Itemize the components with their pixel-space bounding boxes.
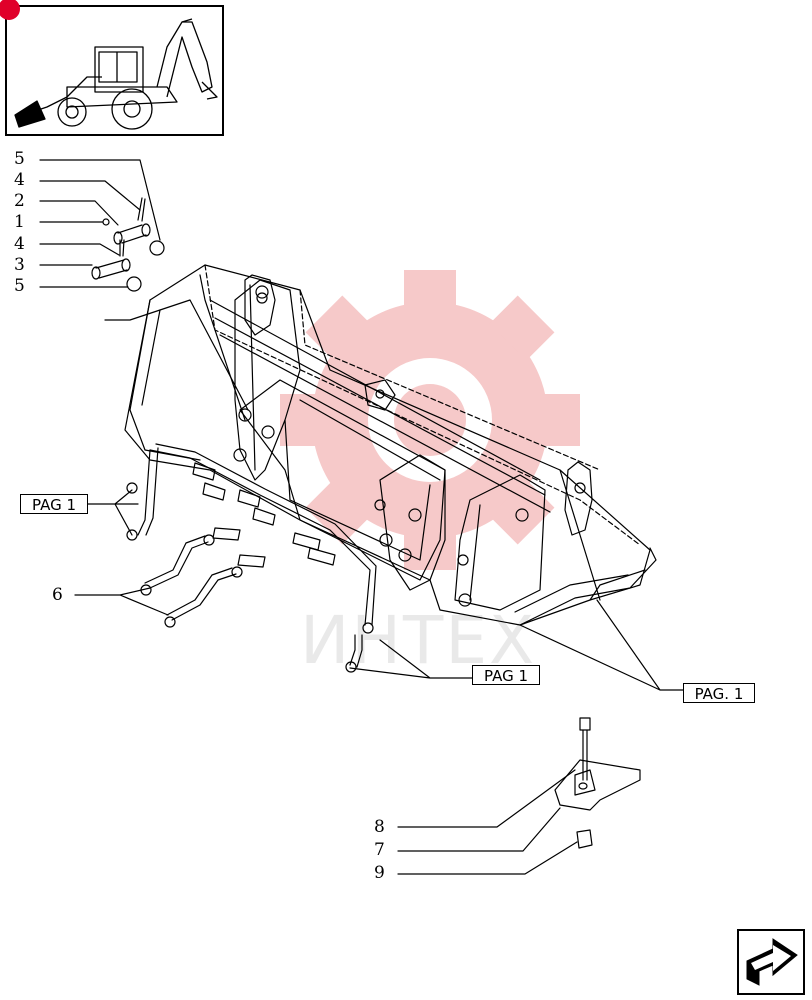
coupler-frame [239,379,446,581]
callout-9: 9 [374,863,385,883]
callout-6: 6 [52,585,63,605]
bucket-cutting-edge [519,547,657,626]
leader-pag-left [87,489,139,536]
callout-8: 8 [374,817,385,837]
bolt-8 [579,717,591,781]
left-rear-lug [244,274,276,336]
callout-1: 1 [14,212,25,232]
leader-c4b [39,243,120,256]
pin-2 [117,224,147,244]
callout-2: 2 [14,191,25,211]
callout-5-upper: 5 [14,149,25,169]
callout-3: 3 [14,255,25,275]
leader-c4a [39,180,141,211]
machine-thumbnail-frame [0,0,224,136]
callout-4-upper: 4 [14,170,25,190]
page-reference-center[interactable]: PAG 1 [472,665,540,685]
next-page-button[interactable] [737,929,805,995]
hydraulic-pipe-left [137,449,151,536]
right-rear-lug [564,461,593,536]
flexible-hose-upper [149,541,209,589]
leader-pag-center [349,639,473,679]
leader-bucket-top [104,299,249,411]
page-reference-left[interactable]: PAG 1 [20,494,88,514]
flexible-hose-lower [171,573,237,621]
leader-c9 [397,841,578,875]
callout-4-lower: 4 [14,234,25,254]
tooth-7 [554,759,641,811]
callout-5-lower: 5 [14,276,25,296]
leader-c2 [39,200,119,226]
corner-badge [0,0,20,20]
leader-c5a [39,159,161,241]
leader-c7 [397,807,561,852]
right-mount-bracket [379,454,446,591]
leader-c8 [397,769,576,828]
callout-7: 7 [374,840,385,860]
nut-9 [576,829,593,849]
page-reference-right[interactable]: PAG. 1 [683,683,755,703]
next-page-arrow-icon [746,938,798,986]
bucket-shell [124,264,651,626]
left-mount-bracket [234,279,301,481]
leader-c6 [74,587,169,616]
pipe-fitting [192,462,216,481]
leader-pag-right [519,599,684,691]
backhoe-loader-icon [14,18,218,130]
pin-3 [95,259,128,279]
